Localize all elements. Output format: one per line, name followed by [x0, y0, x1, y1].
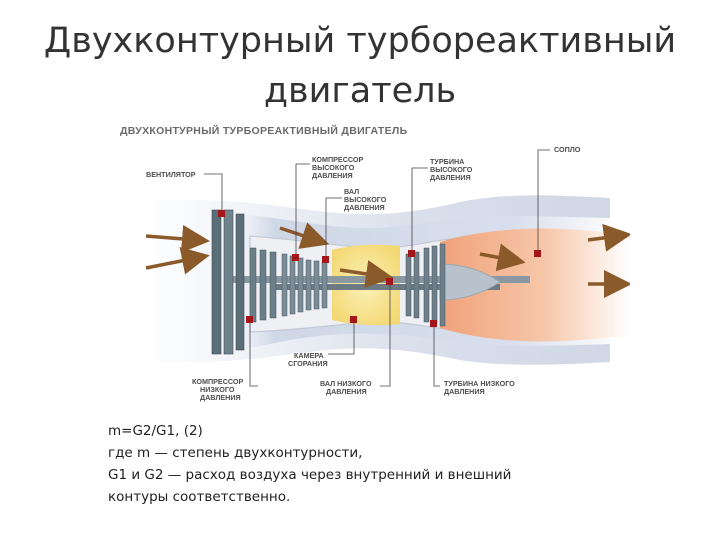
- exhaust-cone: [439, 263, 501, 301]
- flow-arrows: [145, 222, 630, 298]
- lp-compressor-blades: [249, 247, 277, 323]
- formula-line: m=G2/G1, (2): [108, 423, 203, 439]
- exhaust-arrow-core: [479, 243, 526, 272]
- diagram-heading: ДВУХКОНТУРНЫЙ ТУРБОРЕАКТИВНЫЙ ДВИГАТЕЛЬ: [120, 124, 408, 137]
- label-lp-shaft: ВАЛ НИЗКОГО ДАВЛЕНИЯ: [320, 379, 374, 396]
- bypass-arrow: [279, 222, 330, 249]
- slide-title-line-2: двигатель: [263, 71, 457, 111]
- core-arrow: [339, 260, 394, 288]
- callout-markers: [218, 210, 541, 327]
- exhaust-arrow-upper: [587, 223, 630, 252]
- slide-title: Двухконтурный турбореактивный двигатель: [0, 16, 720, 116]
- formula-definition-g-cont: контуры соответственно.: [108, 489, 291, 505]
- formula-definition-m: где m — степень двухконтурности,: [108, 445, 363, 461]
- callout-lines: [204, 149, 550, 387]
- slide-title-line-1: Двухконтурный турбореактивный: [43, 21, 677, 61]
- formula-block: m=G2/G1, (2) где m — степень двухконтурн…: [108, 420, 628, 508]
- intake-arrow-lower: [145, 247, 210, 275]
- fan-blades: [211, 209, 245, 355]
- formula-definition-g: G1 и G2 — расход воздуха через внутренни…: [108, 467, 512, 483]
- label-lp-turbine: ТУРБИНА НИЗКОГО ДАВЛЕНИЯ: [444, 379, 517, 396]
- label-nozzle: СОПЛО: [554, 145, 581, 154]
- label-hp-turbine: ТУРБИНА ВЫСОКОГО ДАВЛЕНИЯ: [430, 157, 474, 182]
- lp-turbine-blades: [423, 243, 446, 327]
- label-hp-compressor: КОМПРЕССОР ВЫСОКОГО ДАВЛЕНИЯ: [312, 155, 365, 180]
- label-lp-compressor: КОМПРЕССОР НИЗКОГО ДАВЛЕНИЯ: [192, 377, 245, 402]
- label-hp-shaft: ВАЛ ВЫСОКОГО ДАВЛЕНИЯ: [344, 187, 388, 212]
- label-fan: ВЕНТИЛЯТОР: [146, 170, 196, 179]
- hp-compressor-blades: [281, 253, 328, 317]
- turbofan-diagram: ДВУХКОНТУРНЫЙ ТУРБОРЕАКТИВНЫЙ ДВИГАТЕЛЬ: [120, 124, 630, 402]
- intake-arrow-upper: [145, 224, 210, 253]
- label-combustor: КАМЕРА СГОРАНИЯ: [288, 351, 328, 368]
